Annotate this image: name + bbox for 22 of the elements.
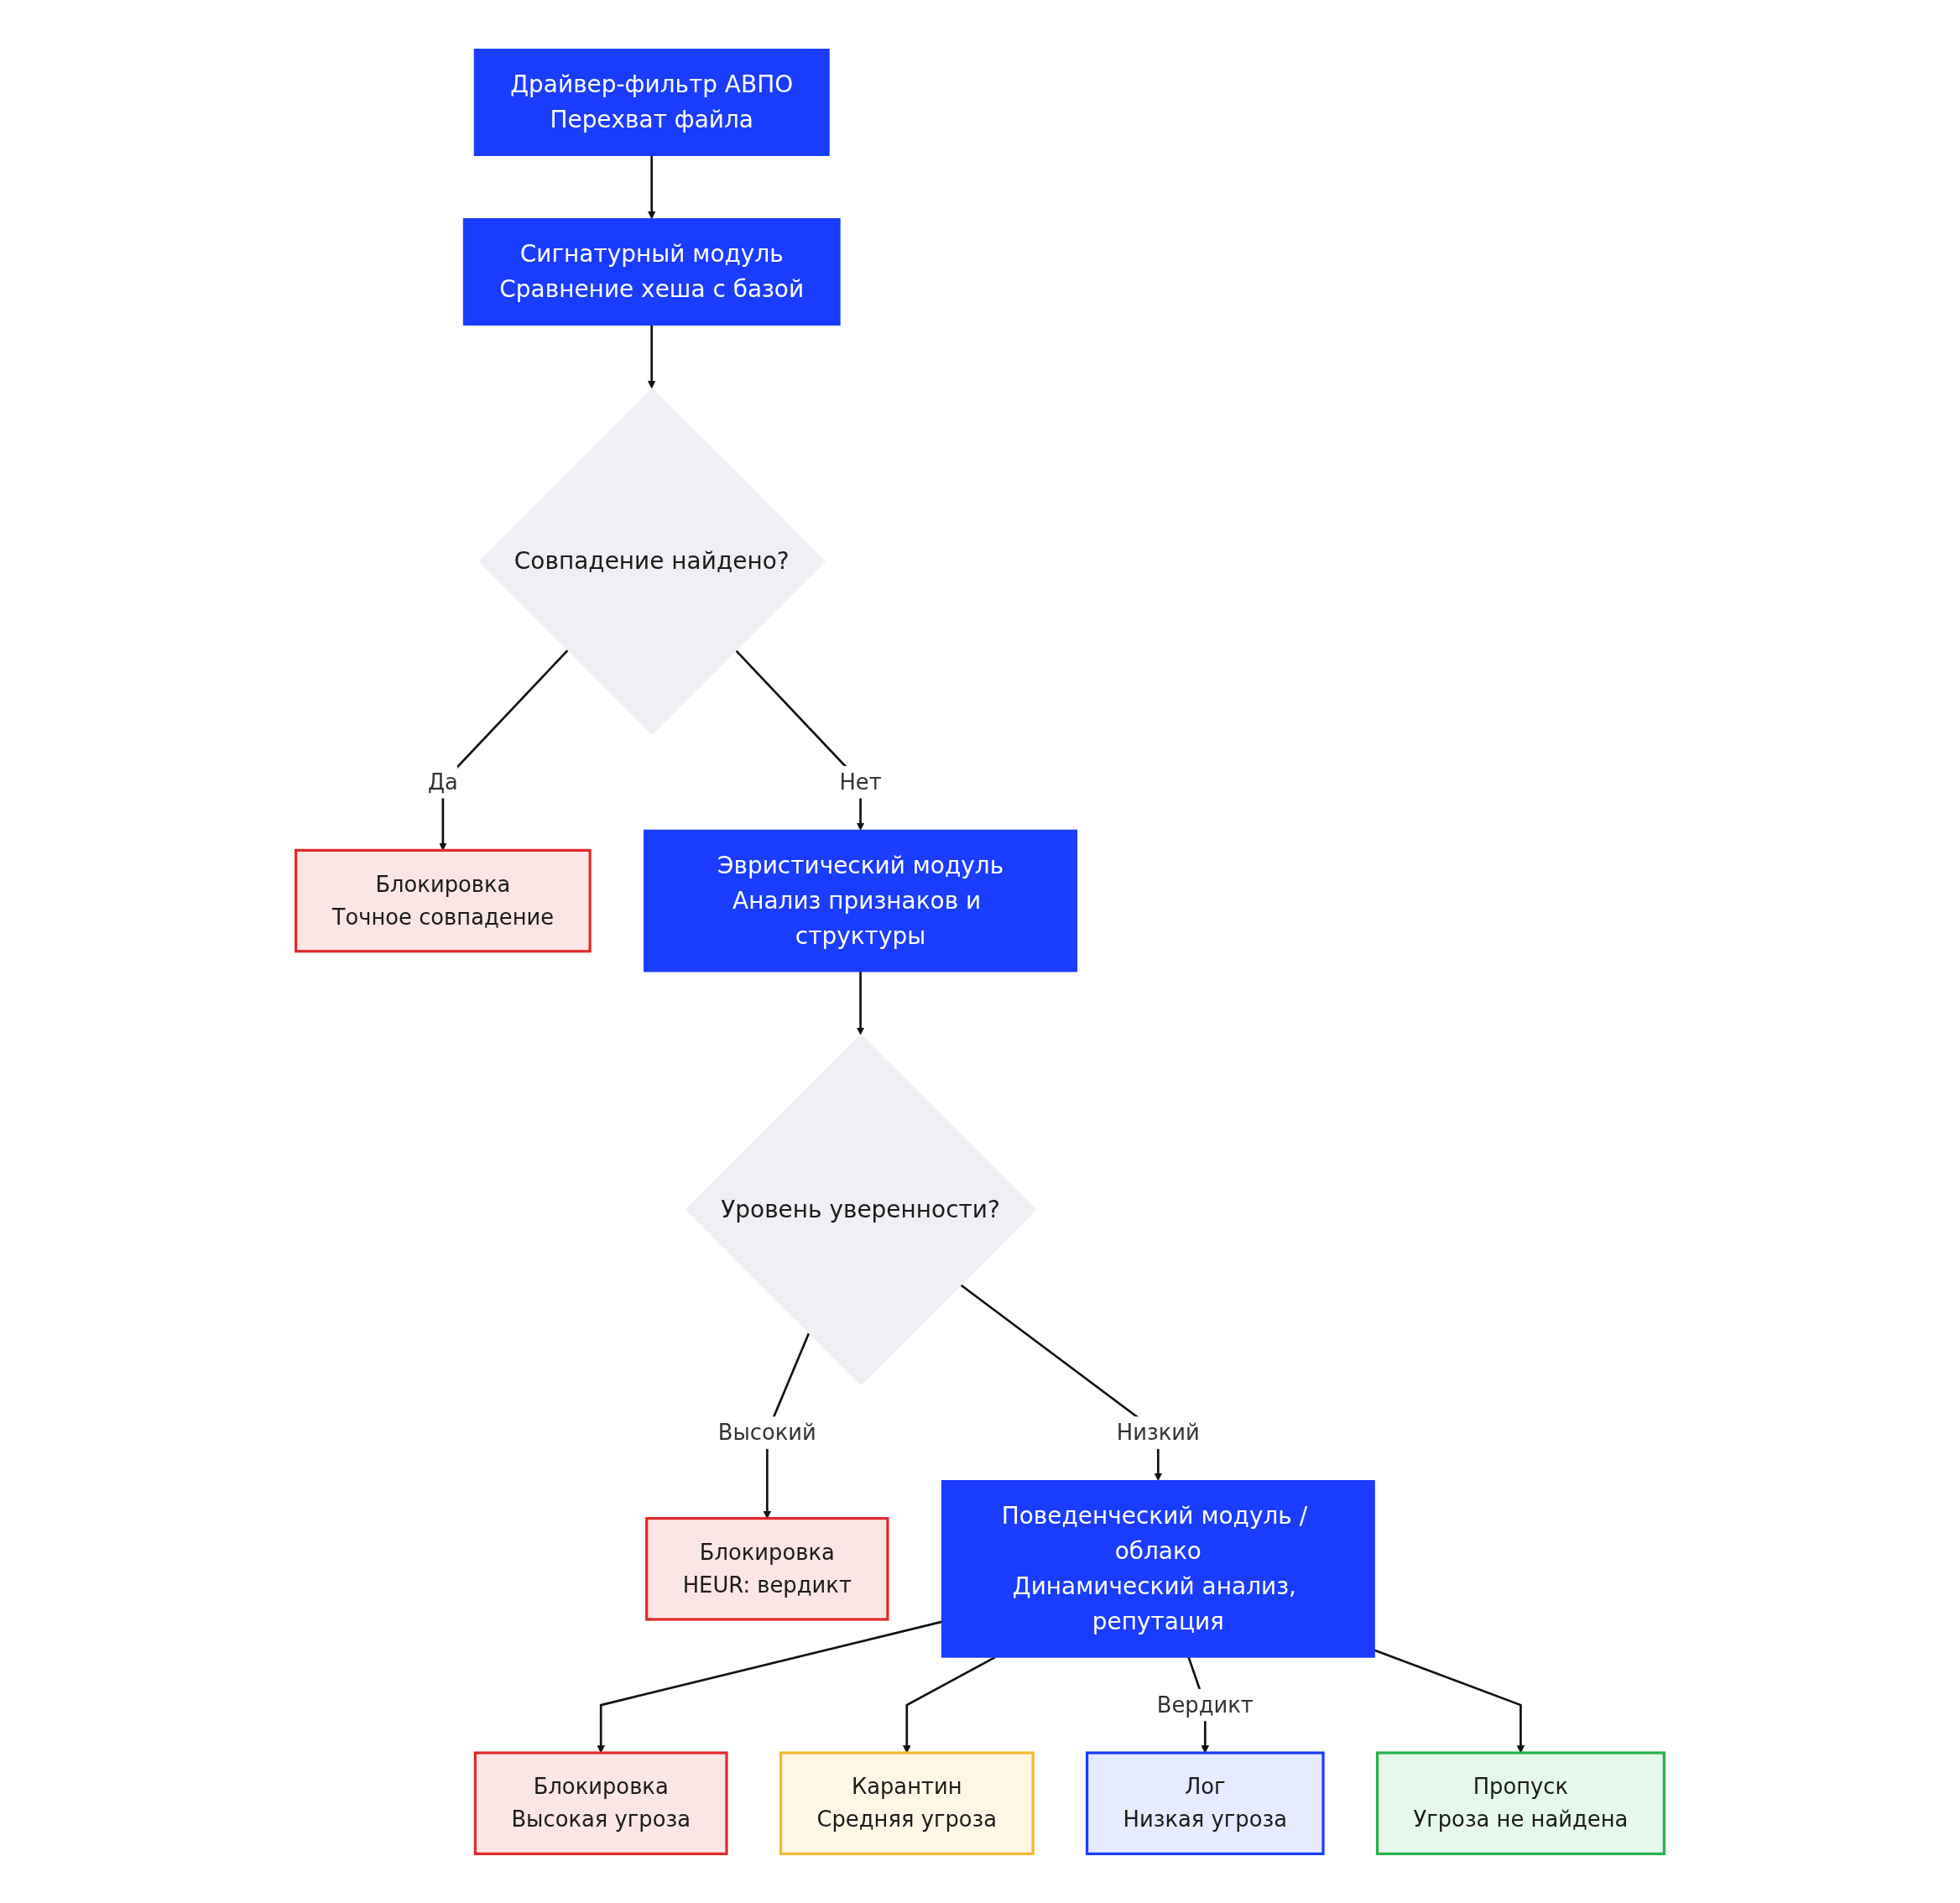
- node-box: Лог Низкая угроза: [1086, 1751, 1325, 1855]
- node-box: Поведенческий модуль / облако Динамический анализ, репутация: [941, 1479, 1375, 1658]
- node-box: Блокировка Точное совпадение: [295, 848, 592, 953]
- edge-label: Вердикт: [1156, 1692, 1254, 1718]
- arrow: [1374, 1649, 1525, 1754]
- node-box: Пропуск Угроза не найдена: [1375, 1751, 1665, 1855]
- node-box: Блокировка HEUR: вердикт: [645, 1517, 889, 1621]
- node-box: Драйвер-фильтр АВПО Перехват файла: [473, 49, 830, 156]
- arrow: [856, 971, 865, 1035]
- node-box: Карантин Средняя угроза: [779, 1751, 1035, 1855]
- edge-label: Высокий: [717, 1420, 816, 1446]
- node-diamond: Совпадение найдено?: [478, 387, 826, 736]
- edge-label: Нет: [839, 769, 882, 795]
- edge-label: Низкий: [1116, 1420, 1200, 1446]
- arrow: [597, 1620, 942, 1754]
- node-box: Сигнатурный модуль Сравнение хеша с базой: [462, 218, 841, 326]
- node-box: Блокировка Высокая угроза: [473, 1751, 728, 1855]
- arrow: [648, 155, 656, 220]
- node-box: Эвристический модуль Анализ признаков и структуры: [644, 829, 1077, 972]
- edge-label: Да: [427, 769, 458, 795]
- node-diamond: Уровень уверенности?: [685, 1034, 1037, 1386]
- arrow: [648, 325, 656, 389]
